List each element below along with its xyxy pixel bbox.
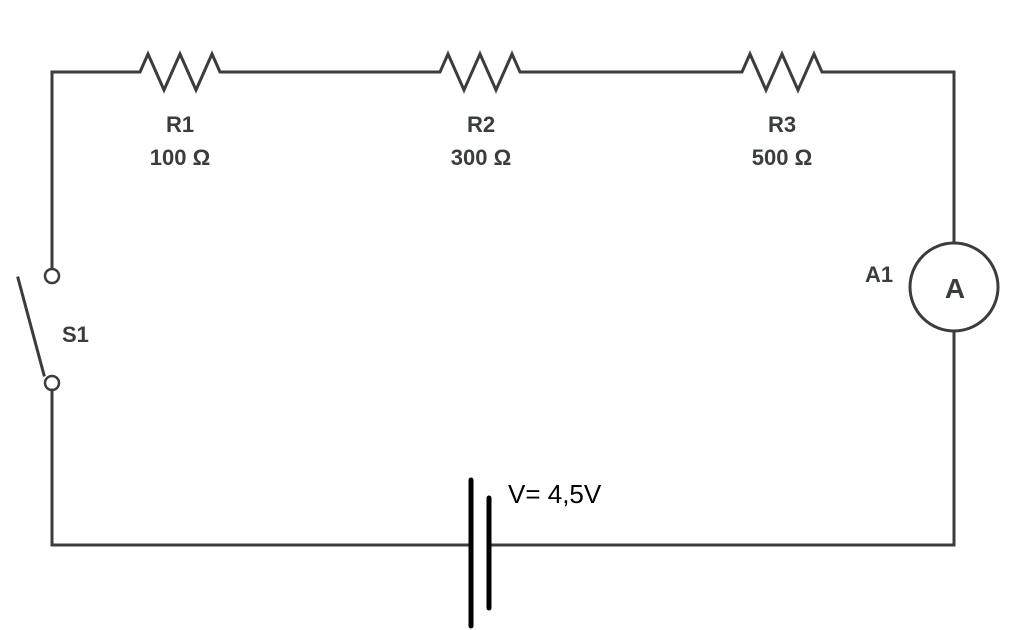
wire-right-bottom <box>487 329 956 547</box>
resistor-r1-value: 100 Ω <box>150 145 210 170</box>
switch-label: S1 <box>62 322 89 347</box>
switch-lever <box>16 276 46 377</box>
ammeter-symbol: A <box>945 273 965 304</box>
resistor-r3: R3 500 Ω <box>734 50 830 170</box>
ammeter-circle <box>908 241 1000 333</box>
ammeter-label: A1 <box>865 262 893 287</box>
resistor-r2: R2 300 Ω <box>432 50 528 170</box>
resistor-r2-symbol <box>432 50 528 94</box>
wire-left-top <box>50 70 134 272</box>
resistor-r3-symbol <box>734 50 830 94</box>
resistor-r3-value: 500 Ω <box>752 145 812 170</box>
switch-s1: S1 <box>16 267 89 392</box>
top-wire <box>50 70 956 272</box>
battery: V= 4,5V <box>468 477 602 629</box>
battery-voltage-label: V= 4,5V <box>508 479 602 509</box>
resistor-r2-label: R2 <box>467 112 495 137</box>
ammeter-a1: A A1 <box>865 241 1000 333</box>
wire-right-top <box>828 70 956 245</box>
resistor-r1-symbol <box>132 50 228 94</box>
wire-left-bottom <box>50 388 473 547</box>
resistor-r1: R1 100 Ω <box>132 50 228 170</box>
switch-terminal-bottom <box>43 374 61 392</box>
resistor-r2-value: 300 Ω <box>451 145 511 170</box>
switch-terminal-top <box>43 267 61 285</box>
resistor-r3-label: R3 <box>768 112 796 137</box>
bottom-wire <box>50 329 956 547</box>
resistor-r1-label: R1 <box>166 112 194 137</box>
